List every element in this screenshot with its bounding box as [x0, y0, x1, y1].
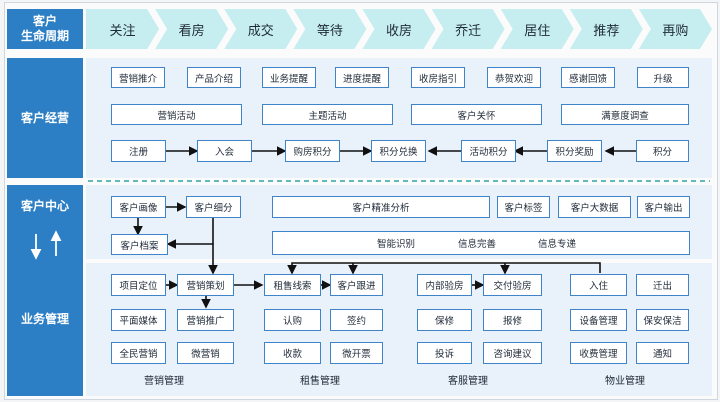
sales-item-4: 签约 [330, 309, 383, 331]
property-item-1: 入住 [570, 274, 627, 296]
operation-item-4: 进度提醒 [335, 67, 389, 88]
service-section-title: 客服管理 [448, 376, 488, 387]
marketing-item-2: 营销策划 [177, 274, 234, 296]
customer-tag-box: 客户标签 [497, 196, 550, 218]
property-item-4: 保安保洁 [636, 309, 689, 331]
service-item-4: 报修 [483, 309, 542, 331]
stage-4: 等待 [293, 9, 366, 49]
operation-item-7: 感谢回馈 [561, 67, 615, 88]
section-center-label: 客户中心 [20, 199, 69, 213]
sales-item-1: 租售线索 [264, 274, 321, 296]
points-step-7: 积分 [636, 140, 689, 162]
points-step-1: 注册 [111, 140, 166, 162]
lifecycle-label: 客户生命周期 [7, 9, 83, 49]
points-step-3: 购房积分 [285, 140, 340, 162]
property-section-title: 物业管理 [605, 376, 645, 387]
stage-8: 推荐 [570, 9, 643, 49]
info-delivery: 信息专递 [538, 239, 577, 250]
operation-item-5: 收房指引 [411, 67, 465, 88]
operation-item-8: 升级 [637, 67, 689, 88]
smart-recognition: 智能识别 [377, 239, 416, 250]
marketing-item-1: 项目定位 [111, 274, 166, 296]
stage-3: 成交 [224, 9, 297, 49]
stage-7: 居住 [501, 9, 574, 49]
property-item-2: 迁出 [636, 274, 689, 296]
marketing-section-title: 营销管理 [144, 376, 184, 387]
stage-6: 乔迁 [432, 9, 505, 49]
customer-output-box: 客户输出 [637, 196, 690, 218]
lifecycle-label-line1: 客户生命周期 [20, 14, 69, 43]
service-item-6: 咨询建议 [483, 342, 542, 364]
customer-archive-box: 客户档案 [111, 234, 168, 255]
customer-segment-box: 客户细分 [186, 196, 241, 218]
marketing-item-3: 平面媒体 [111, 309, 166, 331]
points-step-5: 活动积分 [461, 140, 516, 162]
sales-item-3: 认购 [264, 309, 321, 331]
operation-item-1: 营销推介 [111, 67, 165, 88]
property-item-3: 设备管理 [570, 309, 627, 331]
customer-precision-analysis-box: 客户精准分析 [272, 196, 490, 218]
operation-activity-2: 主题活动 [262, 104, 393, 125]
service-item-1: 内部验房 [417, 274, 472, 296]
info-complete: 信息完善 [458, 239, 497, 250]
operation-item-6: 恭贺欢迎 [487, 67, 541, 88]
points-step-6: 积分奖励 [547, 140, 602, 162]
service-item-5: 投诉 [417, 342, 472, 364]
smart-info-box: 智能识别 信息完善 信息专递 [272, 231, 690, 255]
stage-1: 关注 [86, 9, 159, 49]
marketing-item-6: 微营销 [177, 342, 234, 364]
customer-portrait-box: 客户画像 [111, 196, 166, 218]
section-operation-label: 客户经营 [20, 110, 69, 125]
sales-item-5: 收款 [264, 342, 321, 364]
sales-item-6: 微开票 [330, 342, 383, 364]
operation-item-2: 产品介绍 [187, 67, 241, 88]
marketing-item-4: 营销推广 [177, 309, 234, 331]
stage-2: 看房 [155, 9, 228, 49]
section-business-label: 业务管理 [20, 312, 69, 326]
operation-activity-1: 营销活动 [111, 104, 242, 125]
operation-activity-3: 客户关怀 [411, 104, 542, 125]
section-operation: 客户经营 [7, 58, 83, 178]
points-step-2: 入会 [197, 140, 252, 162]
stage-9: 再购 [639, 9, 712, 49]
operation-item-3: 业务提醒 [262, 67, 316, 88]
points-step-4: 积分兑换 [371, 140, 426, 162]
operation-activity-4: 满意度调查 [561, 104, 689, 125]
service-item-2: 交付验房 [483, 274, 542, 296]
marketing-item-5: 全民营销 [111, 342, 166, 364]
property-item-6: 通知 [636, 342, 689, 364]
section-center-business: 客户中心 业务管理 [7, 185, 83, 396]
sales-item-2: 客户跟进 [330, 274, 383, 296]
sales-section-title: 租售管理 [300, 376, 340, 387]
service-item-3: 保修 [417, 309, 472, 331]
property-item-5: 收费管理 [570, 342, 627, 364]
customer-bigdata-box: 客户大数据 [558, 196, 631, 218]
stage-5: 收房 [362, 9, 435, 49]
